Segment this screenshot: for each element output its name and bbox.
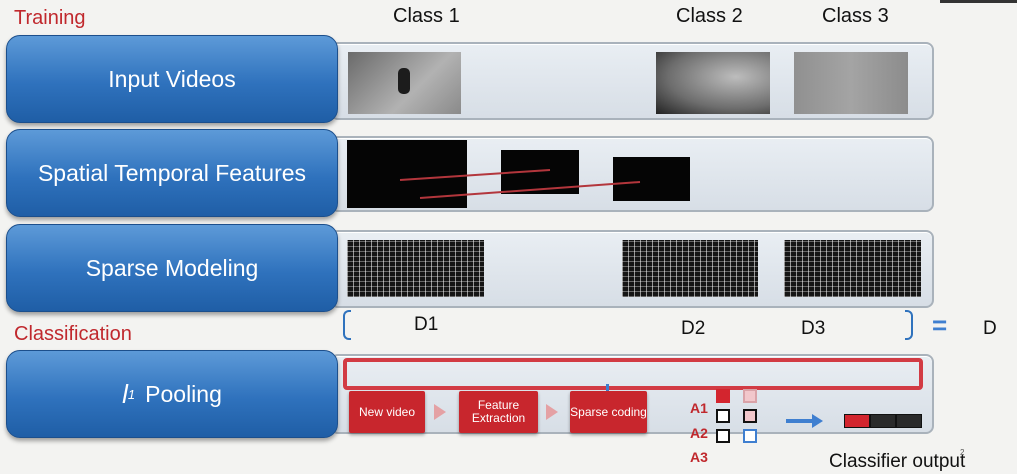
- l1-subscript: 1: [127, 386, 136, 402]
- classification-label: Classification: [14, 323, 132, 345]
- pooling-word: Pooling: [145, 380, 222, 407]
- output-arrow-head: [812, 414, 823, 428]
- video-thumb-class1: [348, 52, 461, 114]
- d2-label: D2: [681, 318, 706, 339]
- bracket-left: [343, 310, 351, 340]
- coef-cell-2: [716, 409, 730, 423]
- coef-cell-3: [716, 429, 730, 443]
- top-right-bar: [940, 0, 1017, 3]
- spatial-temporal-stage: Spatial Temporal Features: [6, 129, 338, 217]
- output-segment-2: [870, 414, 896, 428]
- track-line-2: [419, 181, 641, 199]
- input-videos-stage: Input Videos: [6, 35, 338, 123]
- dictionary-patch-d2: [622, 240, 758, 297]
- dictionary-connector: [606, 384, 609, 394]
- video-thumb-class2: [656, 52, 770, 114]
- pooled-cell-1: [743, 389, 757, 403]
- d3-label: D3: [801, 318, 826, 339]
- feature-tracks: [399, 169, 641, 199]
- feature-frame-3: [613, 157, 690, 201]
- page-number: 2: [960, 448, 965, 457]
- player-figure: [398, 68, 410, 94]
- output-arrow-shaft: [786, 419, 814, 423]
- pipeline-arrow-1: [434, 404, 446, 420]
- class-2-label: Class 2: [676, 5, 743, 27]
- a1-label: A1: [690, 400, 708, 416]
- coef-cell-1: [716, 389, 730, 403]
- classifier-output-bar: [844, 414, 922, 428]
- a3-label: A3: [690, 449, 708, 465]
- classifier-output-label: Classifier output: [829, 451, 966, 472]
- bracket-right: [905, 310, 913, 340]
- pipeline-arrow-2: [546, 404, 558, 420]
- class-1-label: Class 1: [393, 5, 460, 27]
- l1-symbol: l: [122, 378, 128, 409]
- class-3-label: Class 3: [822, 5, 889, 27]
- sparse-coding-box: Sparse coding: [570, 391, 647, 433]
- output-segment-3: [896, 414, 922, 428]
- dictionary-highlight-box: [343, 358, 923, 390]
- video-thumb-class3: [794, 52, 908, 114]
- equals-sign: =: [932, 310, 948, 340]
- d-label: D: [983, 318, 997, 339]
- track-line-1: [399, 169, 551, 181]
- sparse-modeling-stage: Sparse Modeling: [6, 224, 338, 312]
- training-label: Training: [14, 7, 86, 29]
- output-segment-1: [844, 414, 870, 428]
- a2-label: A2: [690, 425, 708, 441]
- feature-extraction-box: Feature Extraction: [459, 391, 538, 433]
- new-video-box: New video: [349, 391, 425, 433]
- pooled-cell-2: [743, 409, 757, 423]
- dictionary-patch-d3: [784, 240, 921, 297]
- d1-label: D1: [414, 314, 439, 335]
- dictionary-patch-d1: [347, 240, 484, 297]
- pooled-cell-3: [743, 429, 757, 443]
